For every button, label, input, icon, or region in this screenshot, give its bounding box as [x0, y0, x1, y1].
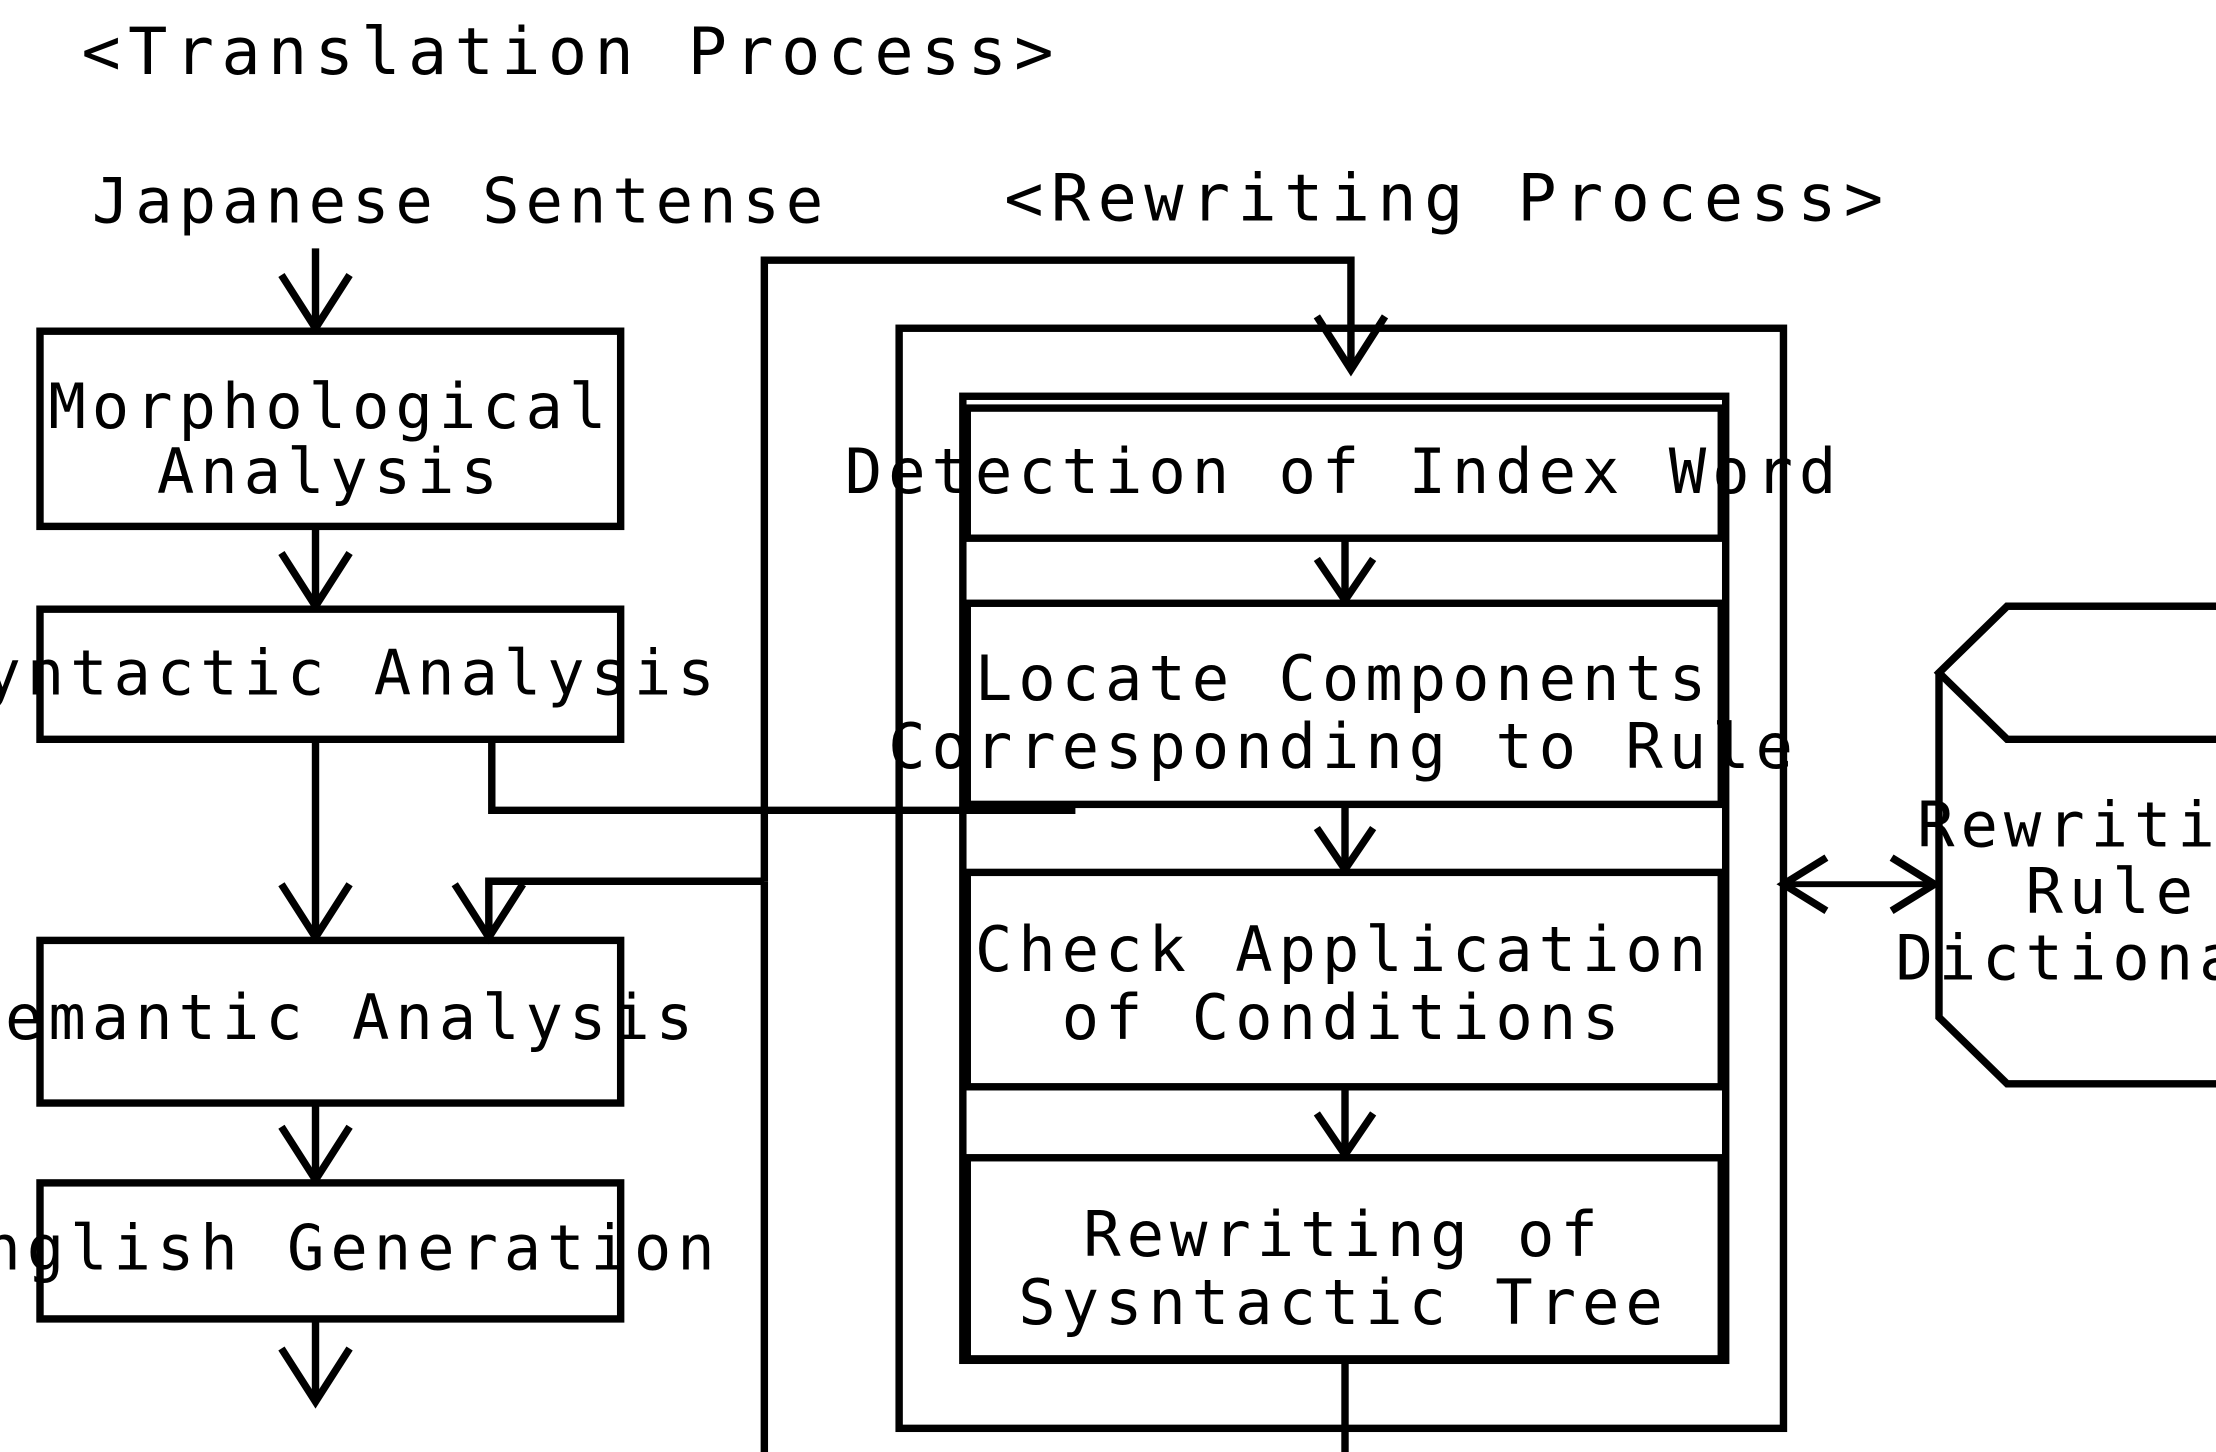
- datastore-rewriting-rule-dictionary[interactable]: [1933, 602, 2216, 1088]
- process-box-syntactic[interactable]: [36, 605, 625, 744]
- rewriting-label-detection-line1: Detection of Index Word: [845, 435, 1843, 508]
- process-label-morphological-line1: Morphological: [48, 370, 612, 443]
- rewriting-label-check-line2: of Conditions: [1062, 981, 1626, 1054]
- connector-rewriting-return-loop: [760, 881, 1349, 1452]
- rewriting-label-tree-line1: Rewriting of: [1083, 1198, 1603, 1271]
- process-label-morphological-line2: Analysis: [157, 435, 504, 508]
- process-box-english-generation[interactable]: [36, 1179, 625, 1323]
- rewriting-label-check-line1: Check Application: [975, 913, 1712, 986]
- section-title-rewriting-process: <Rewriting Process>: [1004, 162, 1890, 237]
- arrow-english-generation-to-output: [278, 1318, 353, 1409]
- rewriting-box-tree[interactable]: [963, 1154, 1725, 1363]
- process-label-english-generation-line1: English Generation: [0, 1212, 721, 1285]
- arrow-locate-to-check: [1313, 804, 1377, 877]
- process-box-morphological[interactable]: [36, 327, 625, 531]
- datastore-label-line1: Rewriting: [1917, 789, 2216, 862]
- arrow-detection-to-locate: [1313, 538, 1377, 607]
- arrow-semantic-to-english-generation: [278, 1103, 353, 1187]
- rewriting-box-check[interactable]: [963, 868, 1725, 1091]
- arrow-morphological-to-syntactic: [278, 526, 353, 614]
- arrow-input-to-morphological: [278, 248, 353, 336]
- datastore-label-line3: Dictionary: [1895, 922, 2216, 995]
- arrow-check-to-rewriting: [1313, 1086, 1377, 1162]
- rewriting-label-locate-line2: Corresponding to Rule: [888, 710, 1799, 783]
- connector-syntactic-to-rewriting-entry: [488, 739, 1076, 814]
- connector-rewriting-entry-loop: [760, 256, 1389, 882]
- section-title-translation-process: <Translation Process>: [81, 15, 1060, 90]
- rewriting-box-locate[interactable]: [963, 599, 1725, 809]
- process-label-syntactic-line1: Syntactic Analysis: [0, 636, 721, 709]
- arrow-syntactic-to-semantic: [278, 739, 353, 945]
- arrow-rewriting-return-to-semantic: [451, 877, 765, 945]
- process-box-semantic[interactable]: [36, 936, 625, 1107]
- rewriting-box-detection[interactable]: [963, 404, 1725, 542]
- rewriting-label-locate-line1: Locate Components: [975, 642, 1712, 715]
- terminal-japanese-sentence: Japanese Sentense: [92, 165, 829, 238]
- process-label-semantic-line1: Semantic Analysis: [0, 981, 699, 1054]
- connector-rewriting-to-dictionary: [1776, 854, 1942, 914]
- datastore-label-line2: Rule: [2026, 855, 2199, 928]
- rewriting-label-tree-line2: Sysntactic Tree: [1018, 1266, 1669, 1339]
